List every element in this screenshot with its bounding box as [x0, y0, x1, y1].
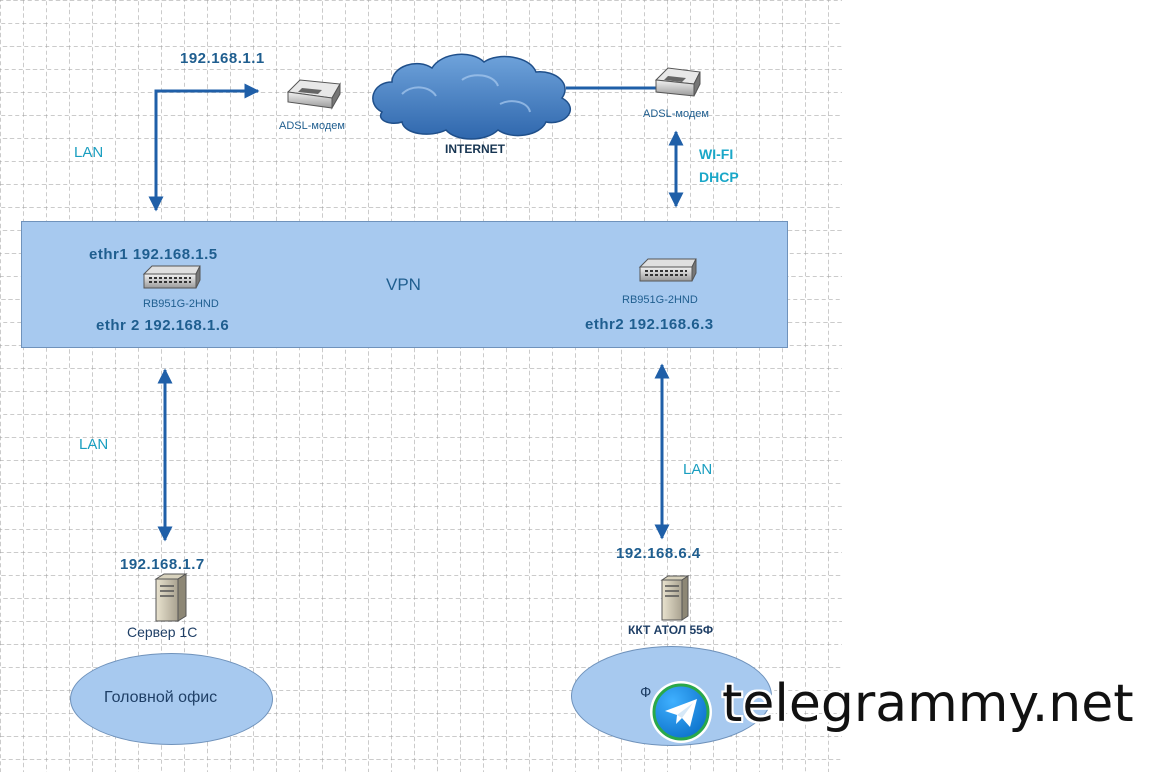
wifi-label: WI-FI	[699, 146, 734, 162]
modem-right-label: ADSL-модем	[643, 108, 709, 120]
kkt-label: ККТ АТОЛ 55Ф	[628, 623, 714, 637]
modem-left-ip: 192.168.1.1	[180, 50, 265, 67]
telegram-logo-icon	[650, 681, 712, 743]
router-left-ethr1: ethr1 192.168.1.5	[89, 246, 218, 263]
server-icon	[154, 573, 188, 622]
router-right-model: RB951G-2HND	[622, 294, 698, 306]
server-label: Сервер 1С	[127, 624, 198, 640]
modem-icon	[654, 67, 701, 97]
head-office-ellipse	[70, 653, 273, 745]
router-icon	[638, 258, 697, 282]
watermark-text: telegrammy.net	[722, 674, 1134, 734]
lan-label-top: LAN	[74, 144, 104, 161]
head-office-label: Головной офис	[104, 689, 218, 706]
server-icon	[660, 575, 690, 621]
router-right-ethr2: ethr2 192.168.6.3	[585, 316, 714, 333]
router-left-ethr2: ethr 2 192.168.1.6	[96, 317, 230, 334]
lan-label-bottom-right: LAN	[683, 461, 713, 478]
router-left-model: RB951G-2HND	[143, 298, 219, 310]
vpn-label: VPN	[386, 275, 421, 294]
lan-link-top-left	[148, 83, 260, 212]
modem-icon	[286, 79, 341, 110]
server-ip: 192.168.1.7	[120, 556, 205, 573]
kkt-ip: 192.168.6.4	[616, 545, 701, 562]
dhcp-label: DHCP	[699, 169, 739, 185]
cloud-icon	[372, 53, 571, 140]
lan-label-bottom-left: LAN	[79, 436, 109, 453]
router-icon	[142, 265, 201, 289]
modem-left-label: ADSL-модем	[279, 120, 345, 132]
branch-label: Ф	[640, 684, 652, 701]
internet-label: INTERNET	[445, 142, 505, 156]
